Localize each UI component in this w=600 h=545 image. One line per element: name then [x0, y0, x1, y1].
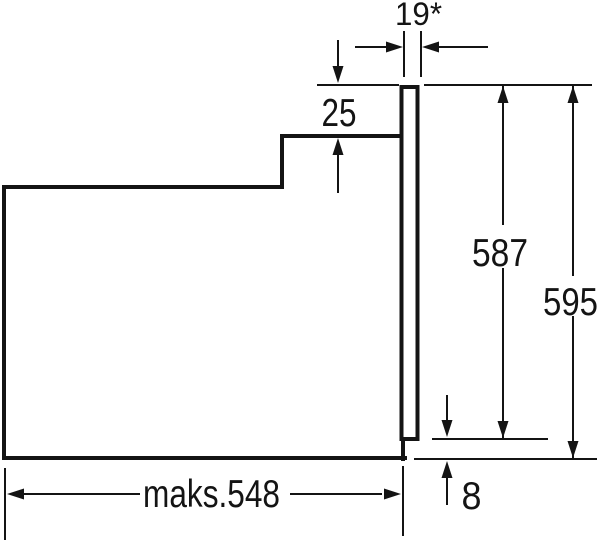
arrowhead-up-icon: [497, 86, 509, 103]
arrowhead-up-icon: [567, 86, 579, 103]
dimension-587: 587: [432, 86, 548, 440]
arrowhead-down-icon: [441, 420, 453, 437]
arrowhead-down-icon: [567, 441, 579, 458]
dimension-8: 8: [441, 395, 482, 518]
oven-body-outline: [2, 134, 407, 461]
dimension-19: 19*: [355, 0, 488, 77]
dim-label-frame-thickness: 19*: [395, 0, 442, 32]
arrowhead-down-icon: [497, 421, 509, 438]
arrowhead-right-icon: [384, 488, 401, 500]
arrowhead-left-icon: [422, 41, 439, 53]
arrowhead-down-icon: [332, 66, 344, 83]
arrowhead-right-icon: [386, 41, 403, 53]
dim-label-max-depth: maks.548: [143, 473, 280, 516]
oven-front-frame: [399, 85, 420, 441]
dimension-548: maks.548: [4, 466, 404, 540]
dimension-25: 25: [322, 40, 357, 193]
dim-label-top-clearance: 25: [322, 92, 357, 135]
dim-label-bottom-overhang: 8: [462, 475, 482, 518]
arrowhead-up-icon: [441, 461, 453, 478]
oven-body-profile: [2, 134, 407, 460]
front-frame-strip: [399, 85, 420, 441]
dim-label-frame-height: 587: [472, 232, 528, 275]
dim-label-overall-height: 595: [543, 281, 598, 324]
arrowhead-up-icon: [332, 138, 344, 155]
arrowhead-left-icon: [7, 488, 24, 500]
dimension-595: 595: [414, 86, 598, 460]
